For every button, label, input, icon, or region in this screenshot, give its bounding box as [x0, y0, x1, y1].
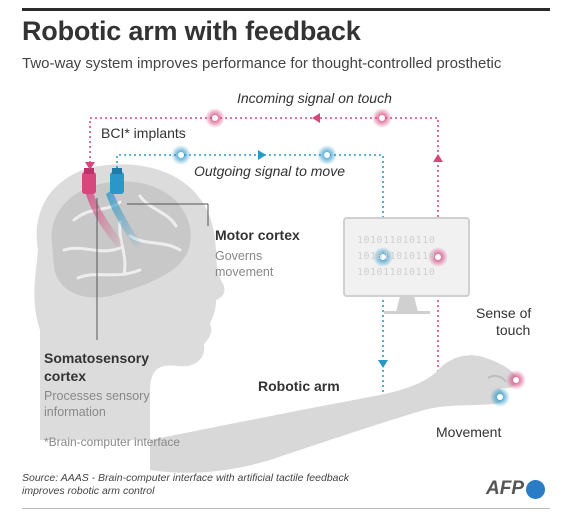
- outgoing-signal-label: Outgoing signal to move: [194, 163, 345, 179]
- outgoing-signal-path: [116, 154, 498, 399]
- screen-binary-row-1: 101011010110: [357, 235, 436, 246]
- outgoing-arrow-top: [258, 150, 266, 160]
- page-title: Robotic arm with feedback: [22, 16, 361, 46]
- source-line-2: improves robotic arm control: [22, 485, 155, 497]
- somatosensory-title-2: cortex: [44, 368, 87, 384]
- screen-binary-row-3: 101011010110: [357, 267, 436, 278]
- incoming-arrow-up: [433, 154, 443, 162]
- motor-glow: [106, 190, 142, 248]
- monitor-stand: [396, 296, 418, 312]
- robotic-arm-label: Robotic arm: [258, 378, 340, 394]
- sense-of-touch-label-2: touch: [496, 322, 531, 338]
- somatosensory-glow: [86, 190, 124, 248]
- afp-logo: AFP: [486, 478, 524, 499]
- motor-cortex-desc-1: Governs: [215, 249, 263, 263]
- motor-implant: [110, 172, 124, 194]
- bci-implants-label: BCI* implants: [101, 125, 186, 141]
- top-rule: [22, 8, 550, 11]
- outgoing-arrow-down-2: [378, 360, 388, 368]
- motor-cortex-title: Motor cortex: [215, 227, 300, 243]
- footnote: *Brain-computer interface: [44, 435, 181, 449]
- motor-cortex-desc-2: movement: [215, 265, 274, 279]
- incoming-arrow-down: [85, 162, 95, 170]
- incoming-signal-label: Incoming signal on touch: [237, 90, 392, 106]
- somatosensory-desc-1: Processes sensory: [44, 389, 150, 403]
- afp-logo-dot: [526, 480, 545, 499]
- source-note: Source: AAAS - Brain-computer interface …: [22, 472, 402, 498]
- incoming-signal-path: [89, 117, 500, 379]
- somatosensory-title-1: Somatosensory: [44, 350, 150, 366]
- screen-binary-row-2: 101011010110: [357, 251, 436, 262]
- bottom-rule: [22, 508, 550, 509]
- incoming-arrow-top: [312, 113, 320, 123]
- sensory-implant: [82, 172, 96, 194]
- sense-of-touch-label-1: Sense of: [476, 305, 532, 321]
- movement-label: Movement: [436, 424, 502, 440]
- somatosensory-desc-2: information: [44, 405, 106, 419]
- robotic-arm-shape: [150, 355, 518, 473]
- source-line-1: Source: AAAS - Brain-computer interface …: [22, 472, 350, 484]
- page-subtitle: Two-way system improves performance for …: [22, 55, 502, 72]
